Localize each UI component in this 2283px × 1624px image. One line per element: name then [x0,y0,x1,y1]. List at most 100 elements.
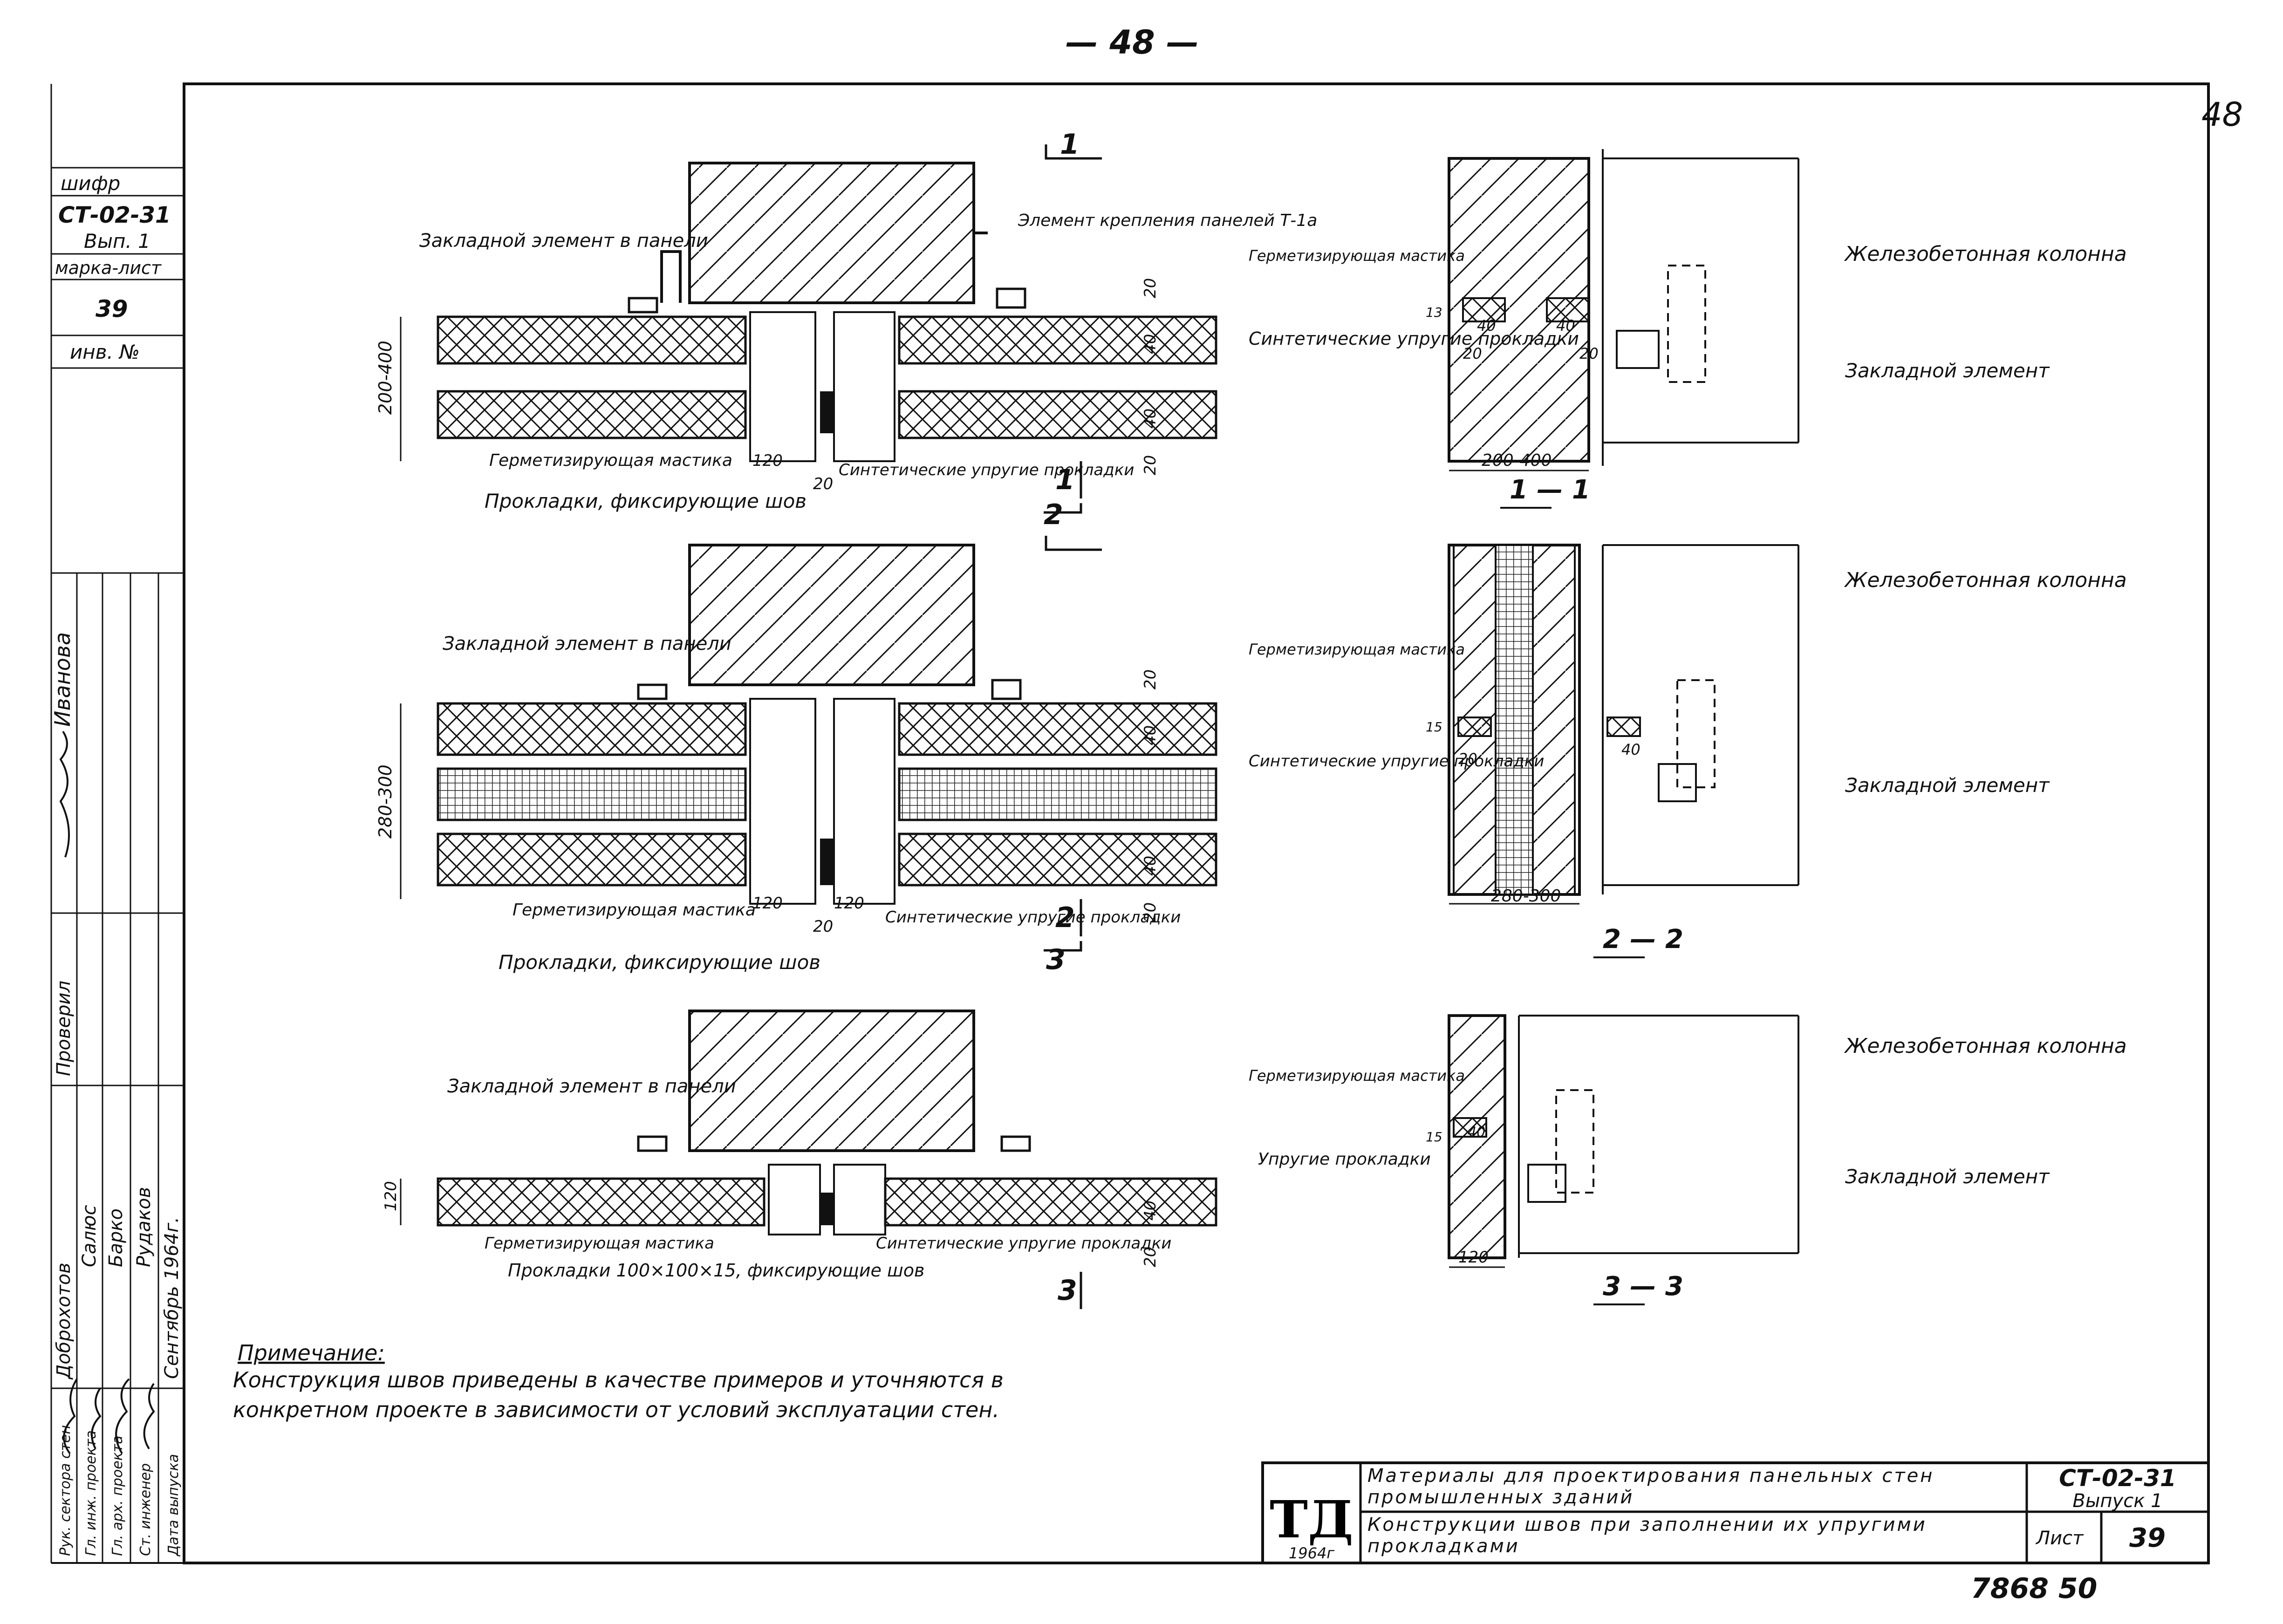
cut-number: 3 [1058,1274,1077,1307]
stamp-name-2: Салюс [79,1205,100,1267]
column-concrete [688,162,975,304]
label-embedded-panel: Закладной элемент в панели [443,633,731,655]
cut-number: 3 [1046,943,1066,976]
label-sealant: Герметизирующая мастика [513,901,756,920]
panel-layer [884,1177,1217,1227]
label-rc-column: Железобетонная колонна [1844,242,2127,266]
label-fixing-pads: Прокладки, фиксирующие шов [499,951,820,974]
label-fixing-pads: Прокладки, фиксирующие шов [485,490,807,512]
note-text: Конструкция швов приведены в качестве пр… [233,1367,1004,1422]
signature [63,1378,78,1454]
dim-label: 40 [1141,1201,1160,1221]
dim-label: 40 [1556,317,1575,334]
dim-label: 15 [1426,1129,1442,1145]
dim-panel-thickness: 200-400 [375,341,396,415]
signature [143,1383,155,1450]
stamp-role-3: Гл. арх. проекта [109,1435,126,1556]
label-embedded: Закладной элемент [1845,1165,2050,1188]
dim-label: 40 [1477,317,1496,334]
stamp-inv-label: инв. № [70,341,140,363]
label-embedded-panel: Закладной элемент в панели [419,230,708,252]
label-synthetic-pads: Синтетические упругие прокладки [1249,328,1579,349]
logo-year: 1964г [1289,1544,1334,1562]
label-synthetic-pads: Синтетические упругие прокладки [839,461,1134,479]
stamp-cipher-label: шифр [61,172,120,195]
cut-number: 2 [1044,498,1063,531]
dim-label: 120 [752,451,783,470]
dim-label: 20 [1579,345,1599,362]
signature [59,730,70,858]
logo: ТД [1270,1489,1353,1549]
panel-insulation [898,767,1217,821]
plan-view-3: 3 120 40 20 Закладной элемент в панели Г… [382,1010,1217,1309]
section-title: 3 — 3 [1603,1271,1683,1302]
dim-label: 20 [1458,750,1477,768]
stamp-role-2: Гл. инж. проекта [83,1430,99,1556]
label-sealant: Герметизирующая мастика [1249,1067,1465,1085]
label-sealant: Герметизирующая мастика [1249,247,1465,265]
dim-label: 20 [1141,902,1160,922]
page-number-corner: 48 [2201,96,2243,134]
panel-layer [898,702,1217,756]
dim-label: 40 [1141,409,1160,429]
sheet-title-1: Материалы для проектирования панельных с… [1367,1465,1934,1508]
dim-label: 20 [1141,455,1160,475]
label-fixing-pads-size: Прокладки 100×100×15, фиксирующие шов [508,1260,924,1281]
sheet-number: 39 [2129,1523,2166,1553]
stamp-mark: 39 [96,295,128,322]
label-fixing-element: Элемент крепления панелей Т-1а [1018,211,1317,230]
dim-label: 120 [752,894,783,913]
label-rc-column: Железобетонная колонна [1844,568,2127,592]
stamp-name-4: Рудаков [133,1187,155,1267]
page-number-top: — 48 — [1066,23,1199,61]
dim-label: 13 [1426,305,1442,320]
sheet-label: Лист [2035,1528,2084,1549]
label-elastic-pads: Упругие прокладки [1258,1150,1431,1169]
dim-label: 280-300 [1491,887,1561,906]
label-rc-column: Железобетонная колонна [1844,1034,2127,1058]
dim-label: 20 [1141,1247,1160,1267]
label-sealant: Герметизирующая мастика [1249,641,1465,658]
panel-layer [898,832,1217,887]
stamp-cipher: СТ-02-31 [58,202,171,228]
stamp-issue: Вып. 1 [84,230,150,252]
left-stamp: шифр СТ-02-31 Вып. 1 марка-лист 39 инв. … [50,167,184,1563]
stamp-mark-label: марка-лист [55,258,162,278]
section-3-3: 120 40 15 3 — 3 Герметизирующая мастика … [1249,1014,2127,1305]
dim-label: 20 [813,475,833,493]
label-embedded-panel: Закладной элемент в панели [447,1076,736,1097]
dim-label: 120 [1458,1248,1489,1267]
archive-number: 7868 50 [1971,1572,2097,1605]
dim-panel-thickness: 120 [382,1181,400,1211]
panel-layer [437,390,747,439]
panel-layer [437,702,747,756]
title-block: ТД 1964г Материалы для проектирования па… [1261,1461,2210,1605]
cut-number: 1 [1055,464,1075,496]
dim-label: 40 [1141,856,1160,876]
section-title: 1 — 1 [1510,475,1590,505]
sheet-issue: Выпуск 1 [2072,1490,2162,1512]
panel-insulation [437,767,747,821]
label-embedded: Закладной элемент [1845,359,2050,382]
stamp-name-5: Сентябрь 1964г. [161,1217,183,1379]
column-concrete [688,544,975,686]
section-2-2: 280-300 40 20 15 2 — 2 Герметизирующая м… [1249,544,2127,958]
stamp-role-5: Дата выпуска [165,1454,182,1557]
note-title: Примечание: [238,1340,385,1365]
dim-label: 200-400 [1482,451,1552,470]
dim-label: 120 [834,894,864,913]
label-sealant-size: Герметизирующая мастика [485,1234,714,1253]
label-sealant: Герметизирующая мастика [489,451,732,470]
stamp-role-4: Ст. инженер [137,1463,154,1556]
dim-label: 40 [1141,334,1160,354]
cut-number: 1 [1060,128,1080,161]
dim-label: 40 [1141,725,1160,745]
dim-label: 20 [813,917,833,936]
sheet-frame [183,82,2210,1564]
section-1-1: 200-400 40 40 20 20 13 1 — 1 Герметизиру… [1249,149,2127,509]
cut-number: 2 [1055,901,1075,934]
stamp-name-3: Барко [105,1208,127,1267]
dim-label: 20 [1141,278,1160,298]
dim-panel-thickness: 280-300 [375,764,396,839]
